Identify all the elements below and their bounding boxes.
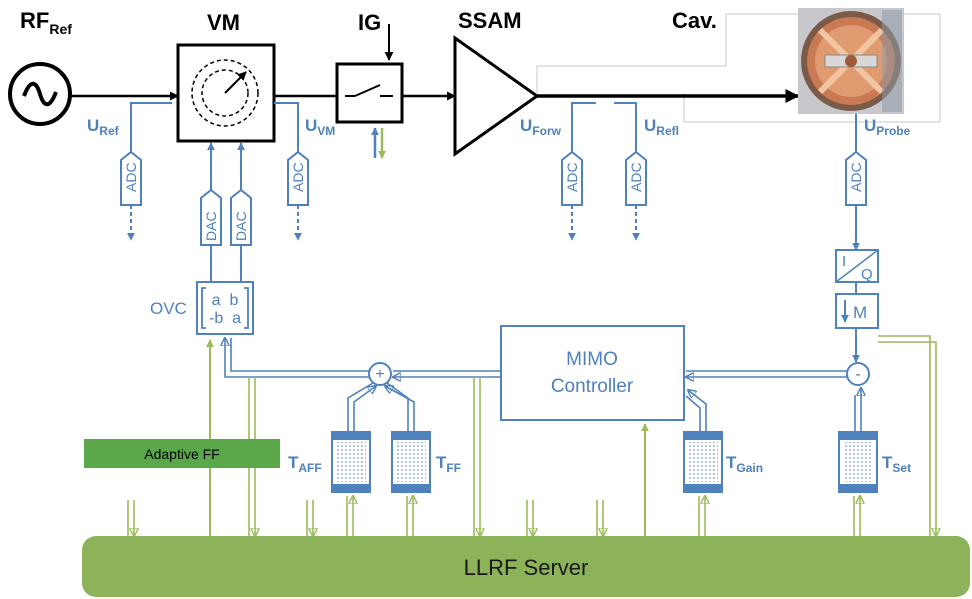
iq-block: I Q <box>835 249 879 283</box>
ssam-label: SSAM <box>458 8 522 33</box>
svg-text:-b a: -b a <box>209 310 241 327</box>
svg-text:ADC: ADC <box>628 162 644 192</box>
svg-text:ADC: ADC <box>848 162 864 192</box>
ig-label: IG <box>358 10 381 35</box>
table-aff <box>331 431 371 493</box>
llrf-server-label: LLRF Server <box>464 555 589 580</box>
u-vm-pickup <box>274 102 299 152</box>
svg-text:ADC: ADC <box>564 162 580 192</box>
sum-to-ovc-line-a <box>230 338 369 372</box>
adaptive-ff-label: Adaptive FF <box>144 446 219 462</box>
u-refl-pickup <box>614 102 637 152</box>
ssam-amplifier <box>453 35 540 157</box>
svg-text:MIMO: MIMO <box>566 349 618 370</box>
u-probe-label: UProbe <box>864 116 911 138</box>
table-set <box>838 431 878 493</box>
adc-forw: ADC <box>561 150 583 241</box>
mimo-controller: MIMO Controller <box>500 325 685 421</box>
u-forw-pickup <box>571 102 596 152</box>
probe-tap-b <box>878 341 936 536</box>
u-vm-label: UVM <box>305 116 335 138</box>
vm-label: VM <box>207 10 240 35</box>
t-ff-label: TFF <box>436 453 461 475</box>
t-aff-label: TAFF <box>288 453 322 475</box>
dac-2: DAC <box>230 142 252 282</box>
ovc-label: OVC <box>150 299 187 318</box>
rf-ref-source <box>8 62 72 126</box>
vm-block <box>176 43 276 143</box>
svg-text:DAC: DAC <box>203 211 219 241</box>
svg-text:ADC: ADC <box>290 162 306 192</box>
cavity-image <box>798 8 904 114</box>
ovc-matrix: a b -b a <box>196 281 254 335</box>
svg-text:DAC: DAC <box>233 211 249 241</box>
svg-text:-: - <box>855 366 860 383</box>
cav-label: Cav. <box>672 8 717 33</box>
svg-text:ADC: ADC <box>123 162 139 192</box>
ig-block <box>335 24 404 124</box>
svg-text:Q: Q <box>861 266 873 283</box>
adc-refl: ADC <box>625 150 647 241</box>
t-gain-to-mimo-b <box>688 390 707 432</box>
svg-text:a b: a b <box>212 292 239 309</box>
table-ff <box>391 431 431 493</box>
m-block: M <box>835 293 879 329</box>
sum-to-ovc-line-b <box>225 338 369 378</box>
llrf-server <box>82 536 970 597</box>
rf-ref-label: RFRef <box>20 8 72 37</box>
svg-text:+: + <box>375 366 384 383</box>
t-set-label: TSet <box>882 453 911 475</box>
t-aff-to-sum-a <box>347 382 374 432</box>
u-ref-label: URef <box>87 116 120 138</box>
u-forw-label: UForw <box>520 116 562 138</box>
adc-vm: ADC <box>287 150 309 241</box>
probe-tap-a <box>878 335 931 536</box>
svg-text:M: M <box>853 303 867 322</box>
u-ref-pickup <box>130 102 172 152</box>
t-ff-to-sum-a <box>386 382 409 432</box>
sum-left: + <box>368 362 392 386</box>
svg-text:Controller: Controller <box>551 376 634 397</box>
t-ff-to-sum-b <box>385 386 415 432</box>
adc-ref: ADC <box>120 150 142 241</box>
t-gain-to-mimo-a <box>685 395 701 432</box>
t-aff-to-sum-b <box>353 386 376 432</box>
dac-1: DAC <box>200 142 222 282</box>
svg-text:I: I <box>842 253 846 270</box>
table-gain <box>683 431 723 493</box>
t-gain-label: TGain <box>726 453 763 475</box>
u-refl-label: URefl <box>644 116 679 138</box>
sum-right: - <box>846 362 870 386</box>
adaptive-ff-box <box>84 439 280 468</box>
adc-probe: ADC <box>845 150 867 251</box>
